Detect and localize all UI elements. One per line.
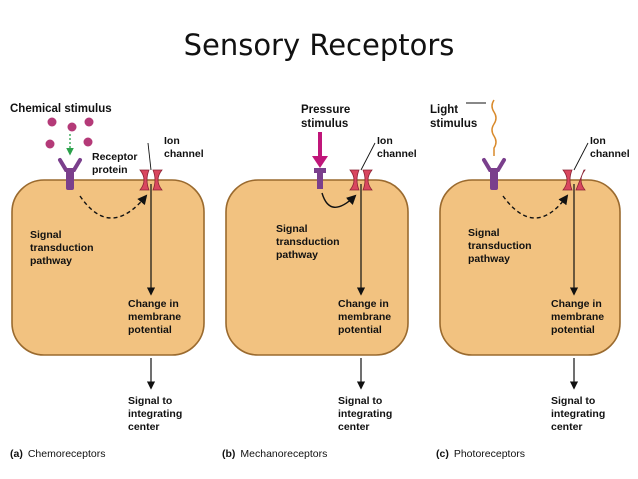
receptor-protein-icon (58, 158, 82, 190)
mechanoreceptor-icon (314, 168, 326, 189)
pressure-arrow-icon (312, 132, 328, 168)
stimulus-molecules (45, 117, 94, 149)
cell-body (11, 179, 205, 356)
channel-leader (147, 142, 152, 171)
ion-channel-icon (349, 169, 373, 191)
transduction-arrow (321, 192, 357, 208)
ion-channel-icon (562, 169, 586, 191)
caption: (b)Mechanoreceptors (222, 448, 327, 460)
photoreceptor-protein-icon (482, 158, 506, 190)
light-wave-icon (491, 99, 497, 156)
slide-title: Sensory Receptors (183, 28, 455, 62)
transduction-arrow (502, 194, 569, 219)
transduction-arrow (79, 194, 148, 219)
ion-channel-icon (139, 169, 163, 191)
cell-body (439, 179, 621, 356)
channel-leader (573, 142, 589, 171)
channel-leader (360, 142, 376, 171)
caption: (a)Chemoreceptors (10, 448, 105, 460)
stimulus-label: Chemical stimulus (10, 103, 112, 115)
caption: (c)Photoreceptors (436, 448, 525, 460)
